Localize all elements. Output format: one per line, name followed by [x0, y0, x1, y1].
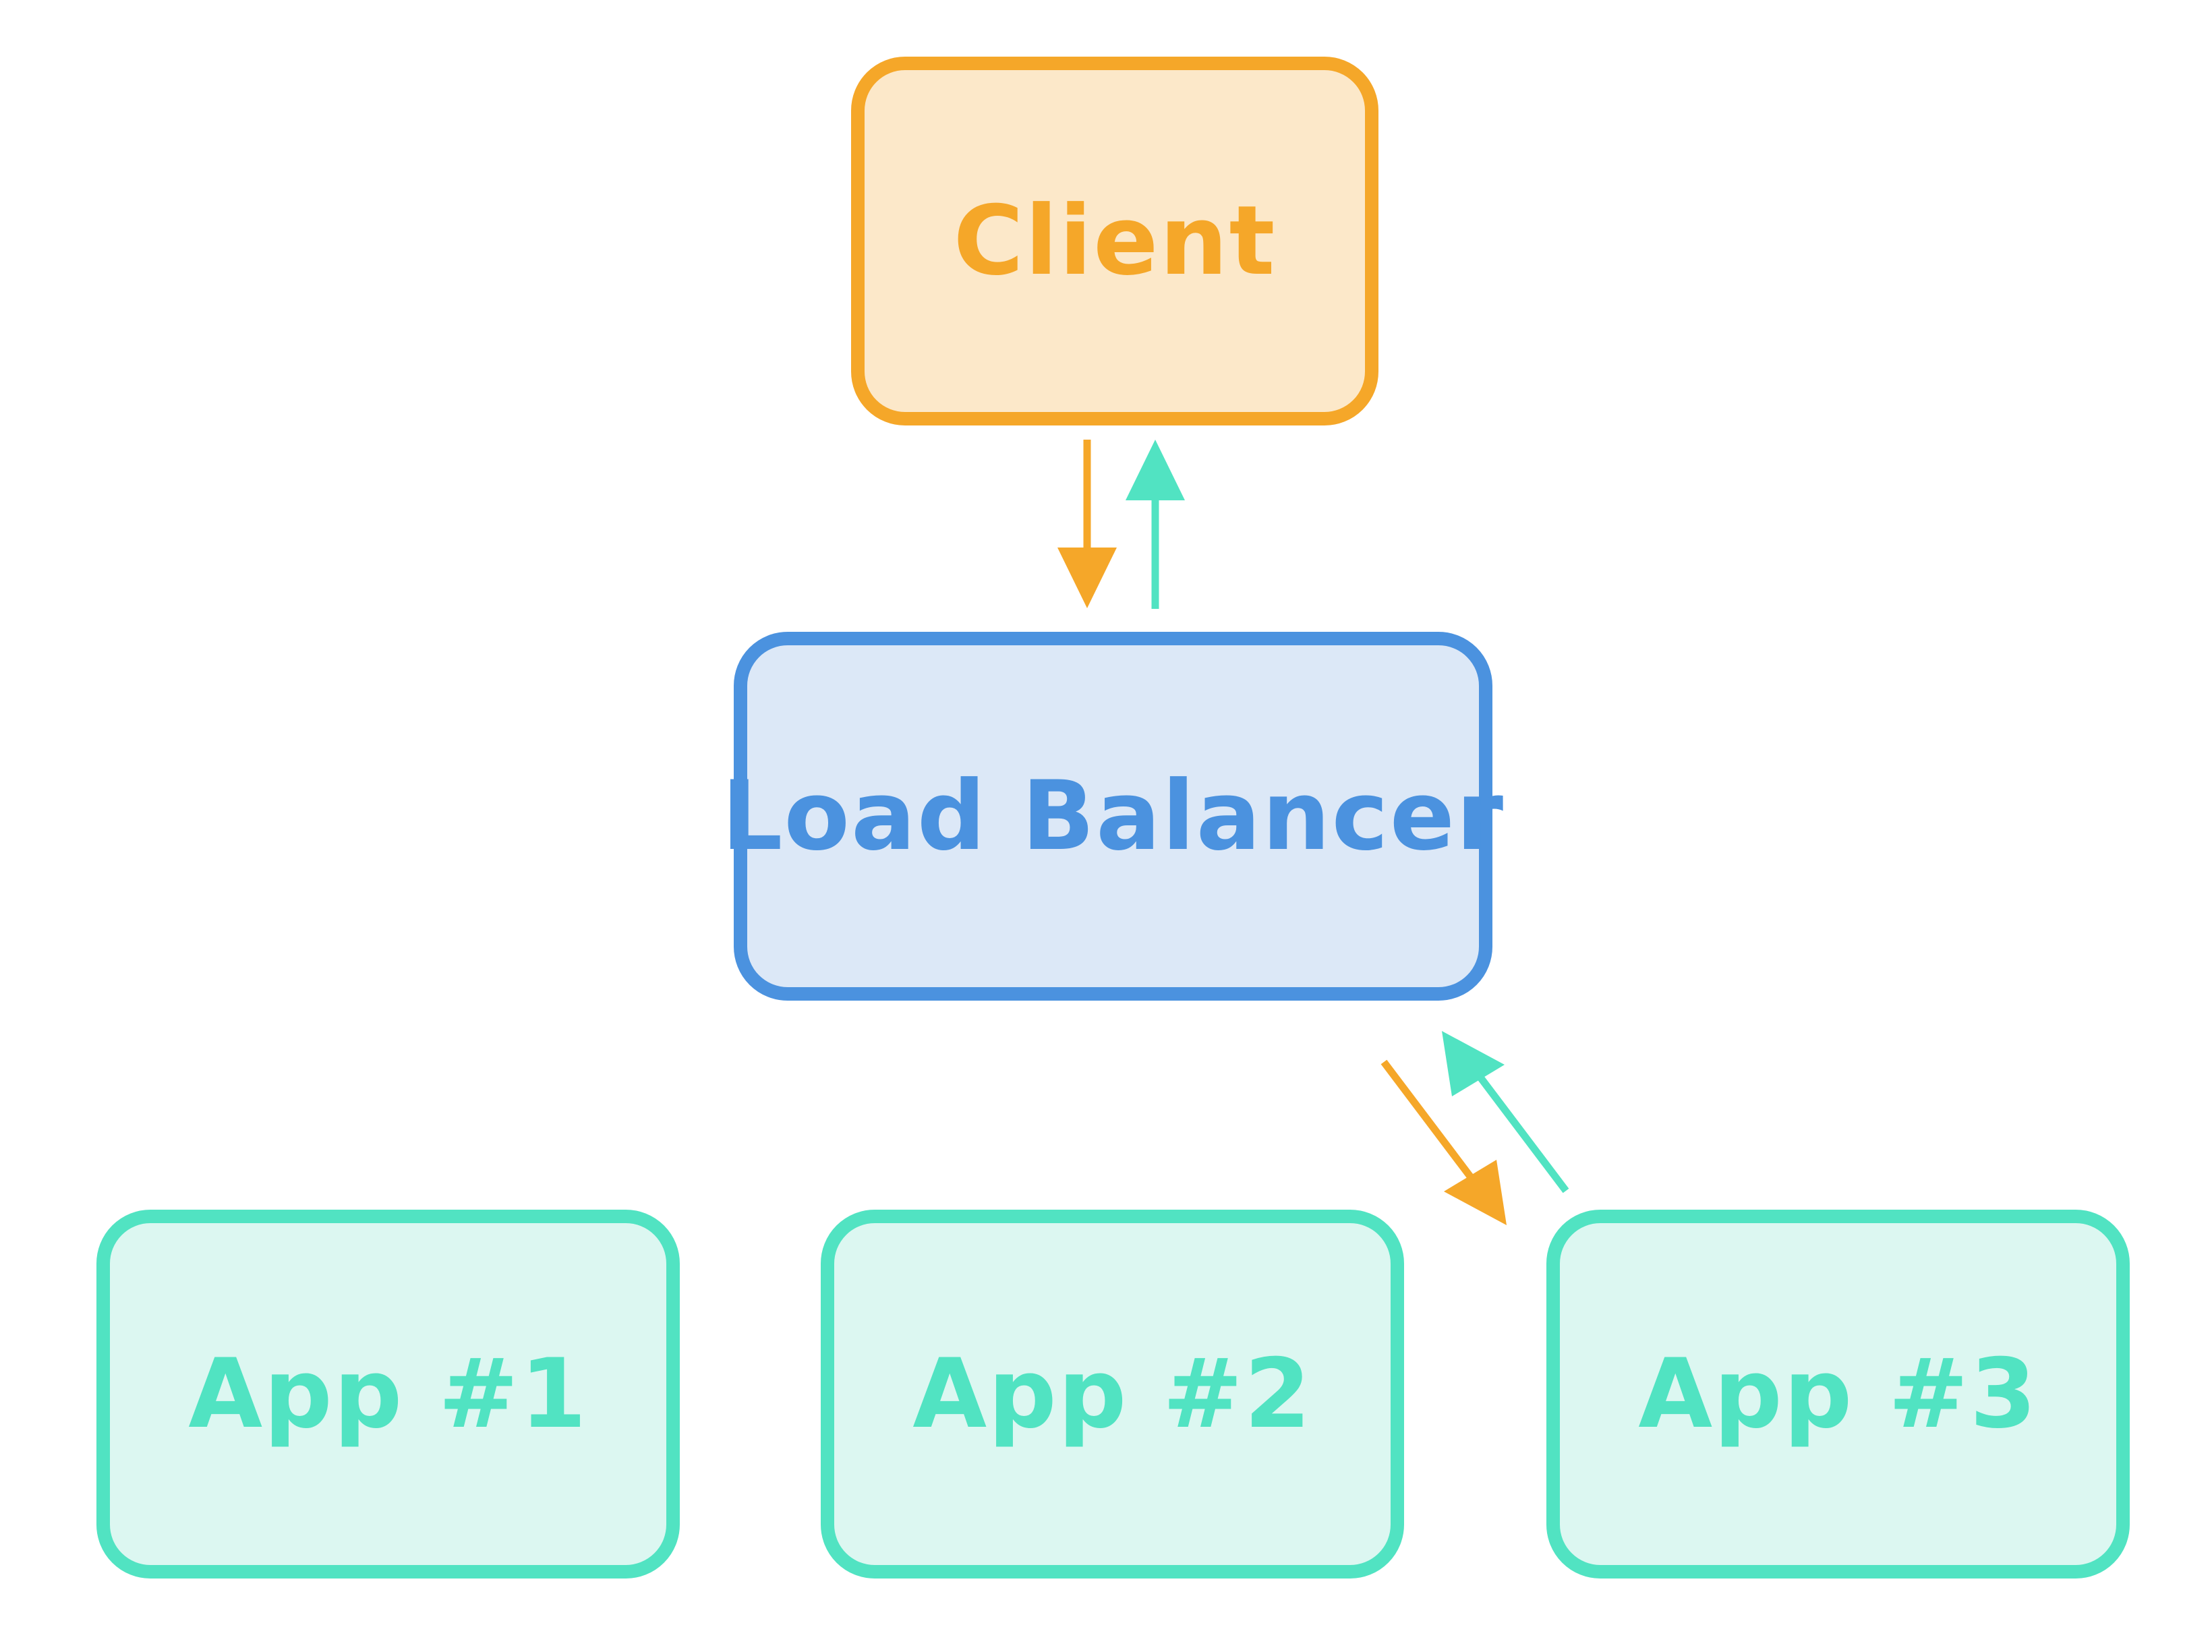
arrow-lb-to-app3 — [1380, 1059, 1507, 1225]
app-3-label: App #3 — [1638, 1338, 2038, 1450]
client-node: Client — [851, 57, 1378, 425]
app-1-label: App #1 — [188, 1338, 588, 1450]
app-2-node: App #2 — [821, 1210, 1404, 1579]
arrow-lb-to-client — [1126, 440, 1185, 609]
load-balancer-node: Load Balancer — [722, 632, 1503, 1001]
load-balancer-label: Load Balancer — [721, 761, 1505, 872]
app-3-node: App #3 — [1546, 1210, 2130, 1579]
arrow-app3-to-lb — [1442, 1031, 1569, 1193]
app-2-label: App #2 — [912, 1338, 1312, 1450]
app-1-node: App #1 — [96, 1210, 680, 1579]
arrow-client-to-lb — [1057, 440, 1117, 608]
client-label: Client — [953, 185, 1277, 297]
